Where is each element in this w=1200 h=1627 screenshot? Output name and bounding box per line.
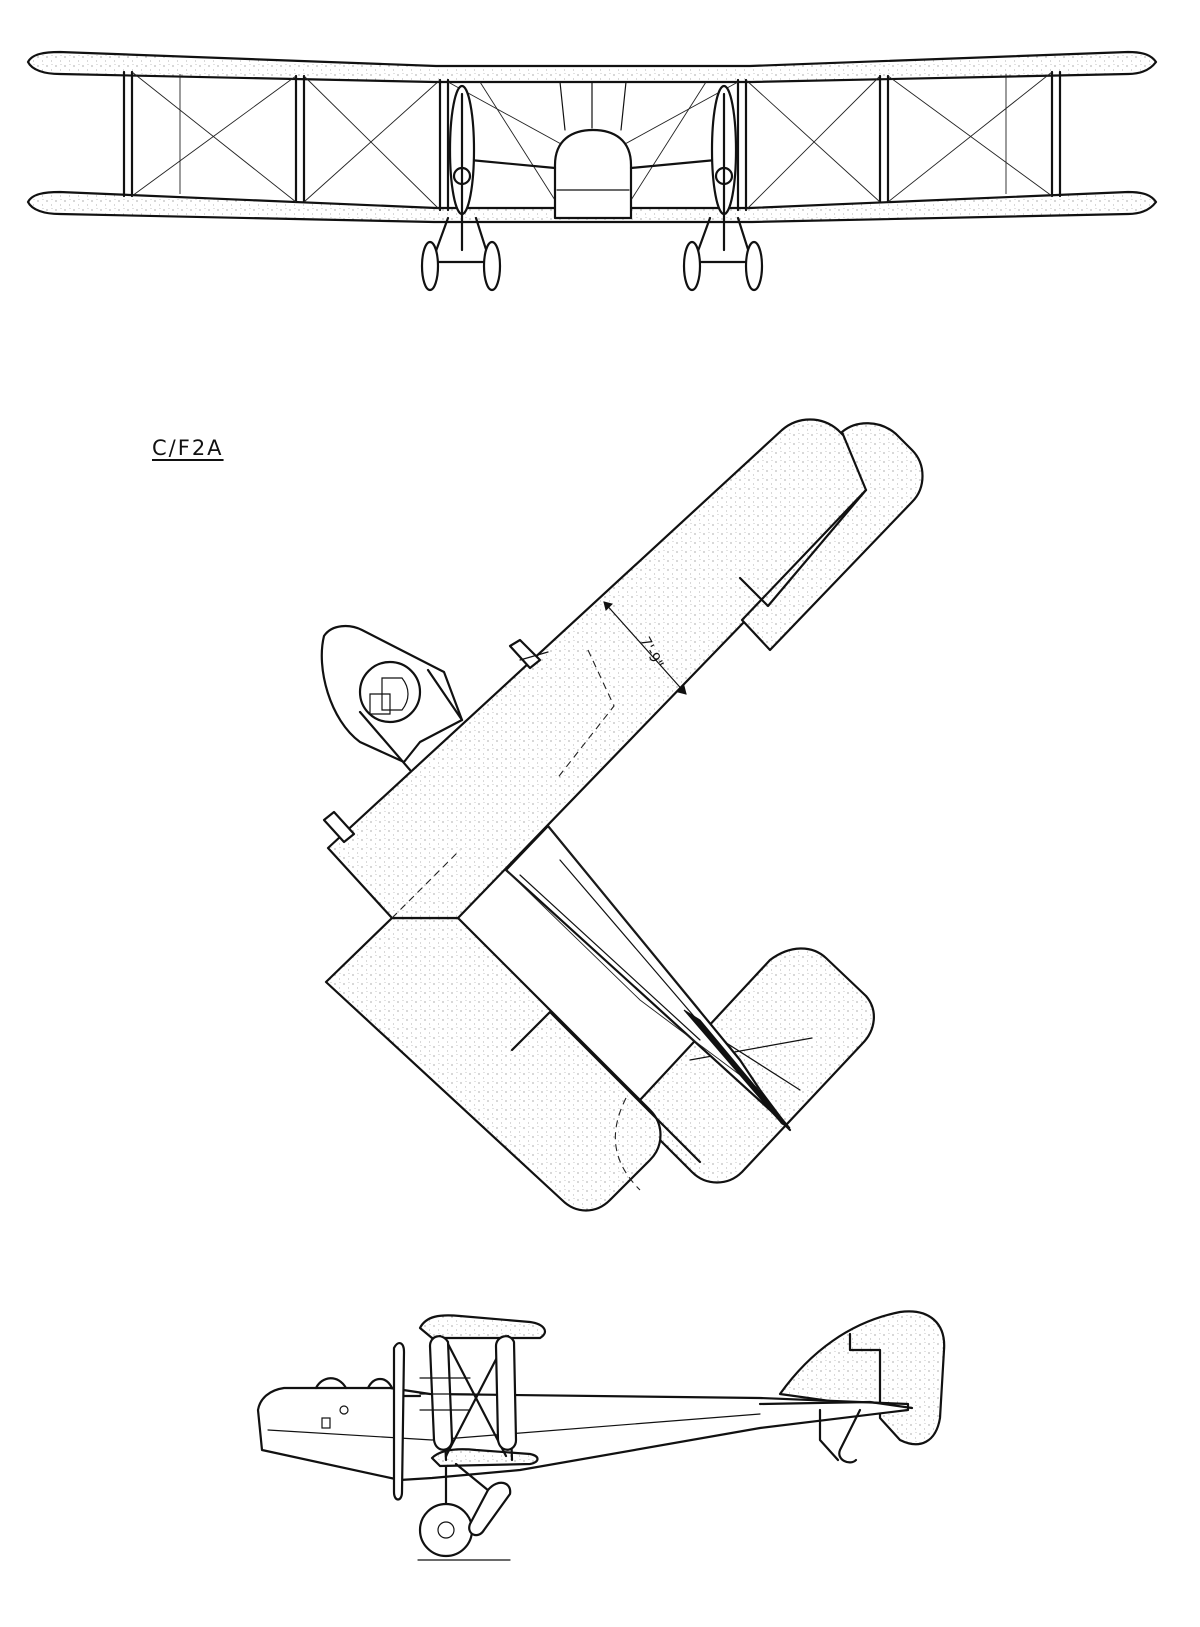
plan-view: 7'-9" [320,418,924,1212]
left-engine-nacelle [448,84,476,252]
interplane-struts [122,70,1062,212]
lower-wing-left-panel [324,916,662,1212]
side-view [256,1310,946,1561]
lower-wing [26,190,1158,224]
left-undercarriage [420,216,502,292]
upper-wing-side [418,1314,547,1340]
fuselage-front [553,128,633,220]
fuselage-side [256,1386,910,1482]
fin-rudder [778,1310,946,1446]
landing-gear-side [417,1462,512,1561]
right-engine-nacelle [710,84,738,252]
right-undercarriage [682,216,764,292]
designation-label: C/F2A [152,436,224,460]
wing-fittings [322,638,549,844]
tail-skid [818,1408,862,1464]
upper-wing-tip [740,422,924,652]
engine-side [419,1335,518,1451]
cabane-struts [559,81,627,131]
front-view [26,50,1158,292]
fuselage-markings [321,1405,349,1429]
propeller-side [392,1342,422,1501]
upper-wing [26,50,1158,84]
engine-pod-plan [320,624,464,772]
